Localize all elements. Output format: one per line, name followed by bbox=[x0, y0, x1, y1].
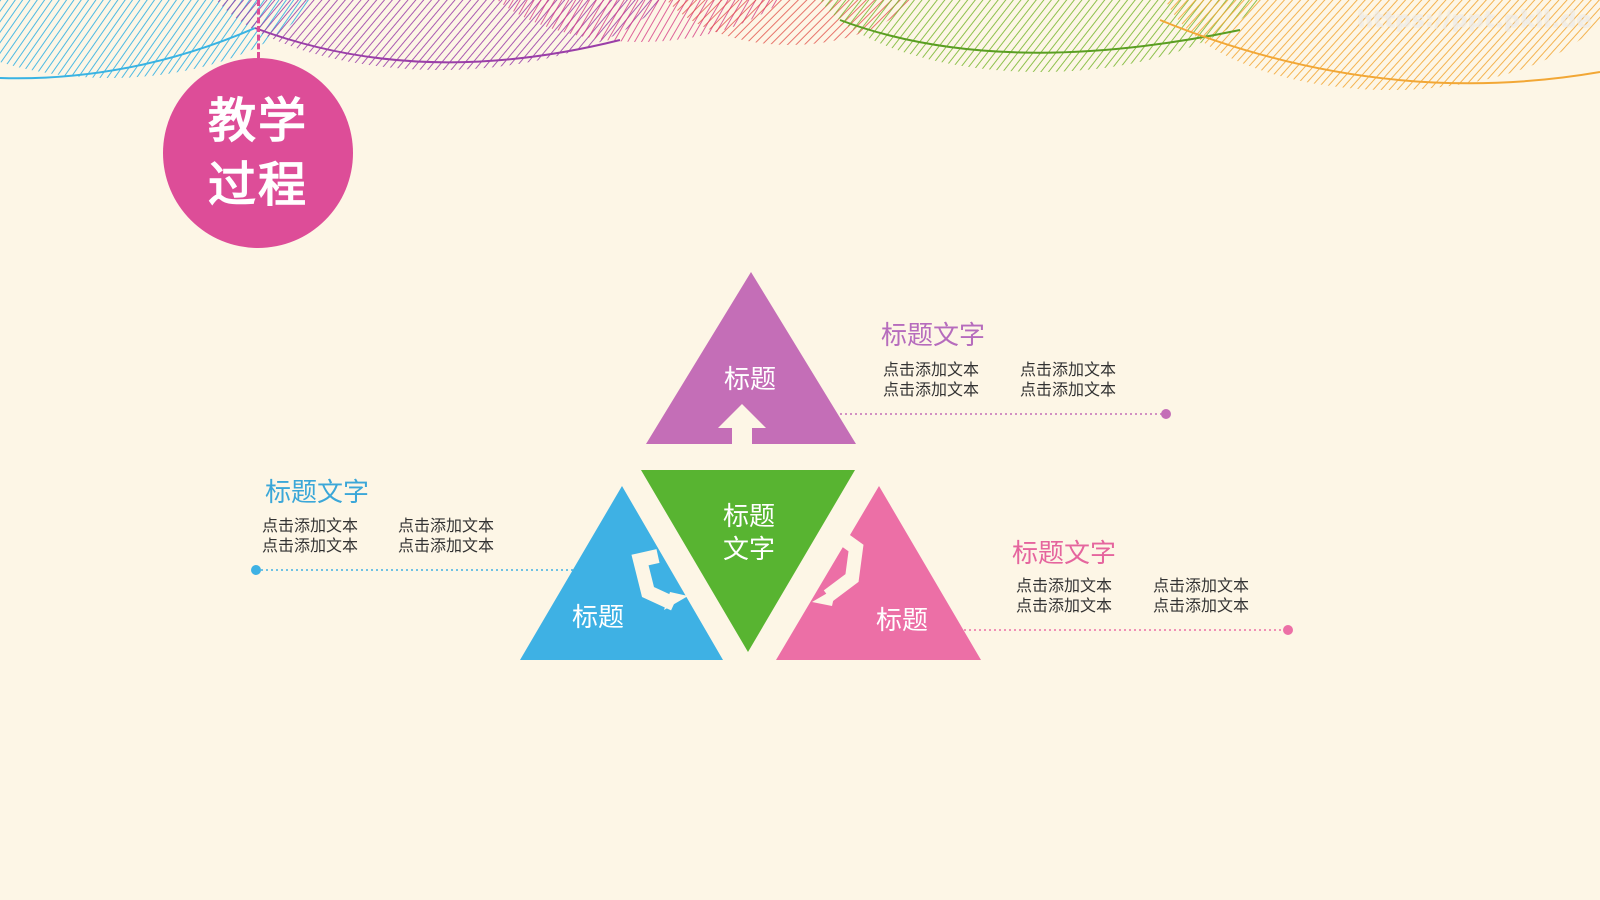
left-callout-col2: 点击添加文本 点击添加文本 bbox=[398, 516, 494, 556]
left-callout-heading: 标题文字 bbox=[265, 478, 370, 508]
badge-hanging-line bbox=[257, 0, 260, 58]
right-callout-col2-line1: 点击添加文本 bbox=[1153, 576, 1250, 595]
right-callout-col1: 点击添加文本 点击添加文本 bbox=[1016, 576, 1112, 616]
center-triangle-label-line1: 标题 bbox=[723, 502, 775, 532]
left-triangle bbox=[520, 486, 723, 660]
top-callout-heading: 标题文字 bbox=[881, 321, 986, 351]
left-callout-col1-line1: 点击添加文本 bbox=[262, 516, 359, 535]
top-callout-col1: 点击添加文本 点击添加文本 bbox=[883, 360, 979, 400]
scribble-outline-green bbox=[839, 19, 1241, 54]
left-arrow-icon bbox=[631, 549, 688, 611]
top-arrow-icon bbox=[718, 404, 766, 444]
top-callout-col1-line1: 点击添加文本 bbox=[883, 360, 980, 379]
left-callout-col2-line2: 点击添加文本 bbox=[398, 536, 495, 555]
top-scribble-decoration bbox=[0, 0, 1600, 90]
right-callout-col1-line2: 点击添加文本 bbox=[1016, 596, 1113, 615]
left-callout-col1: 点击添加文本 点击添加文本 bbox=[262, 516, 358, 556]
scribble-outline-blue bbox=[0, 27, 256, 80]
top-triangle-label: 标题 bbox=[724, 365, 776, 395]
scribble-blue bbox=[0, 0, 312, 78]
left-callout-col2-line1: 点击添加文本 bbox=[398, 516, 495, 535]
right-callout-col2: 点击添加文本 点击添加文本 bbox=[1153, 576, 1249, 616]
left-connector-dot bbox=[251, 565, 261, 575]
right-triangle bbox=[776, 486, 981, 660]
section-badge-title: 教学过程 bbox=[207, 93, 308, 213]
top-triangle bbox=[646, 272, 856, 444]
section-badge: 教学过程 bbox=[163, 58, 353, 248]
top-callout-col2: 点击添加文本 点击添加文本 bbox=[1020, 360, 1116, 400]
center-triangle bbox=[641, 470, 855, 652]
center-triangle-label-line2: 文字 bbox=[723, 535, 775, 565]
scribble-outline-purple bbox=[254, 27, 621, 64]
right-callout-heading: 标题文字 bbox=[1012, 539, 1117, 569]
right-callout-col1-line1: 点击添加文本 bbox=[1016, 576, 1113, 595]
watermark: https://ppt.pkll.de bbox=[1357, 8, 1592, 33]
left-triangle-label: 标题 bbox=[572, 603, 624, 633]
scribble-orange bbox=[1165, 0, 1600, 90]
top-callout-col2-line1: 点击添加文本 bbox=[1020, 360, 1117, 379]
top-callout-col1-line2: 点击添加文本 bbox=[883, 380, 980, 399]
left-callout-col1-line2: 点击添加文本 bbox=[262, 536, 359, 555]
scribble-outline-orange bbox=[1159, 19, 1600, 85]
top-connector-dot bbox=[1161, 409, 1171, 419]
right-callout-col2-line2: 点击添加文本 bbox=[1153, 596, 1250, 615]
right-triangle-label: 标题 bbox=[876, 606, 928, 636]
scribble-green bbox=[820, 0, 1260, 72]
right-arrow-icon bbox=[812, 532, 864, 606]
top-callout-col2-line2: 点击添加文本 bbox=[1020, 380, 1117, 399]
right-connector-dot bbox=[1283, 625, 1293, 635]
